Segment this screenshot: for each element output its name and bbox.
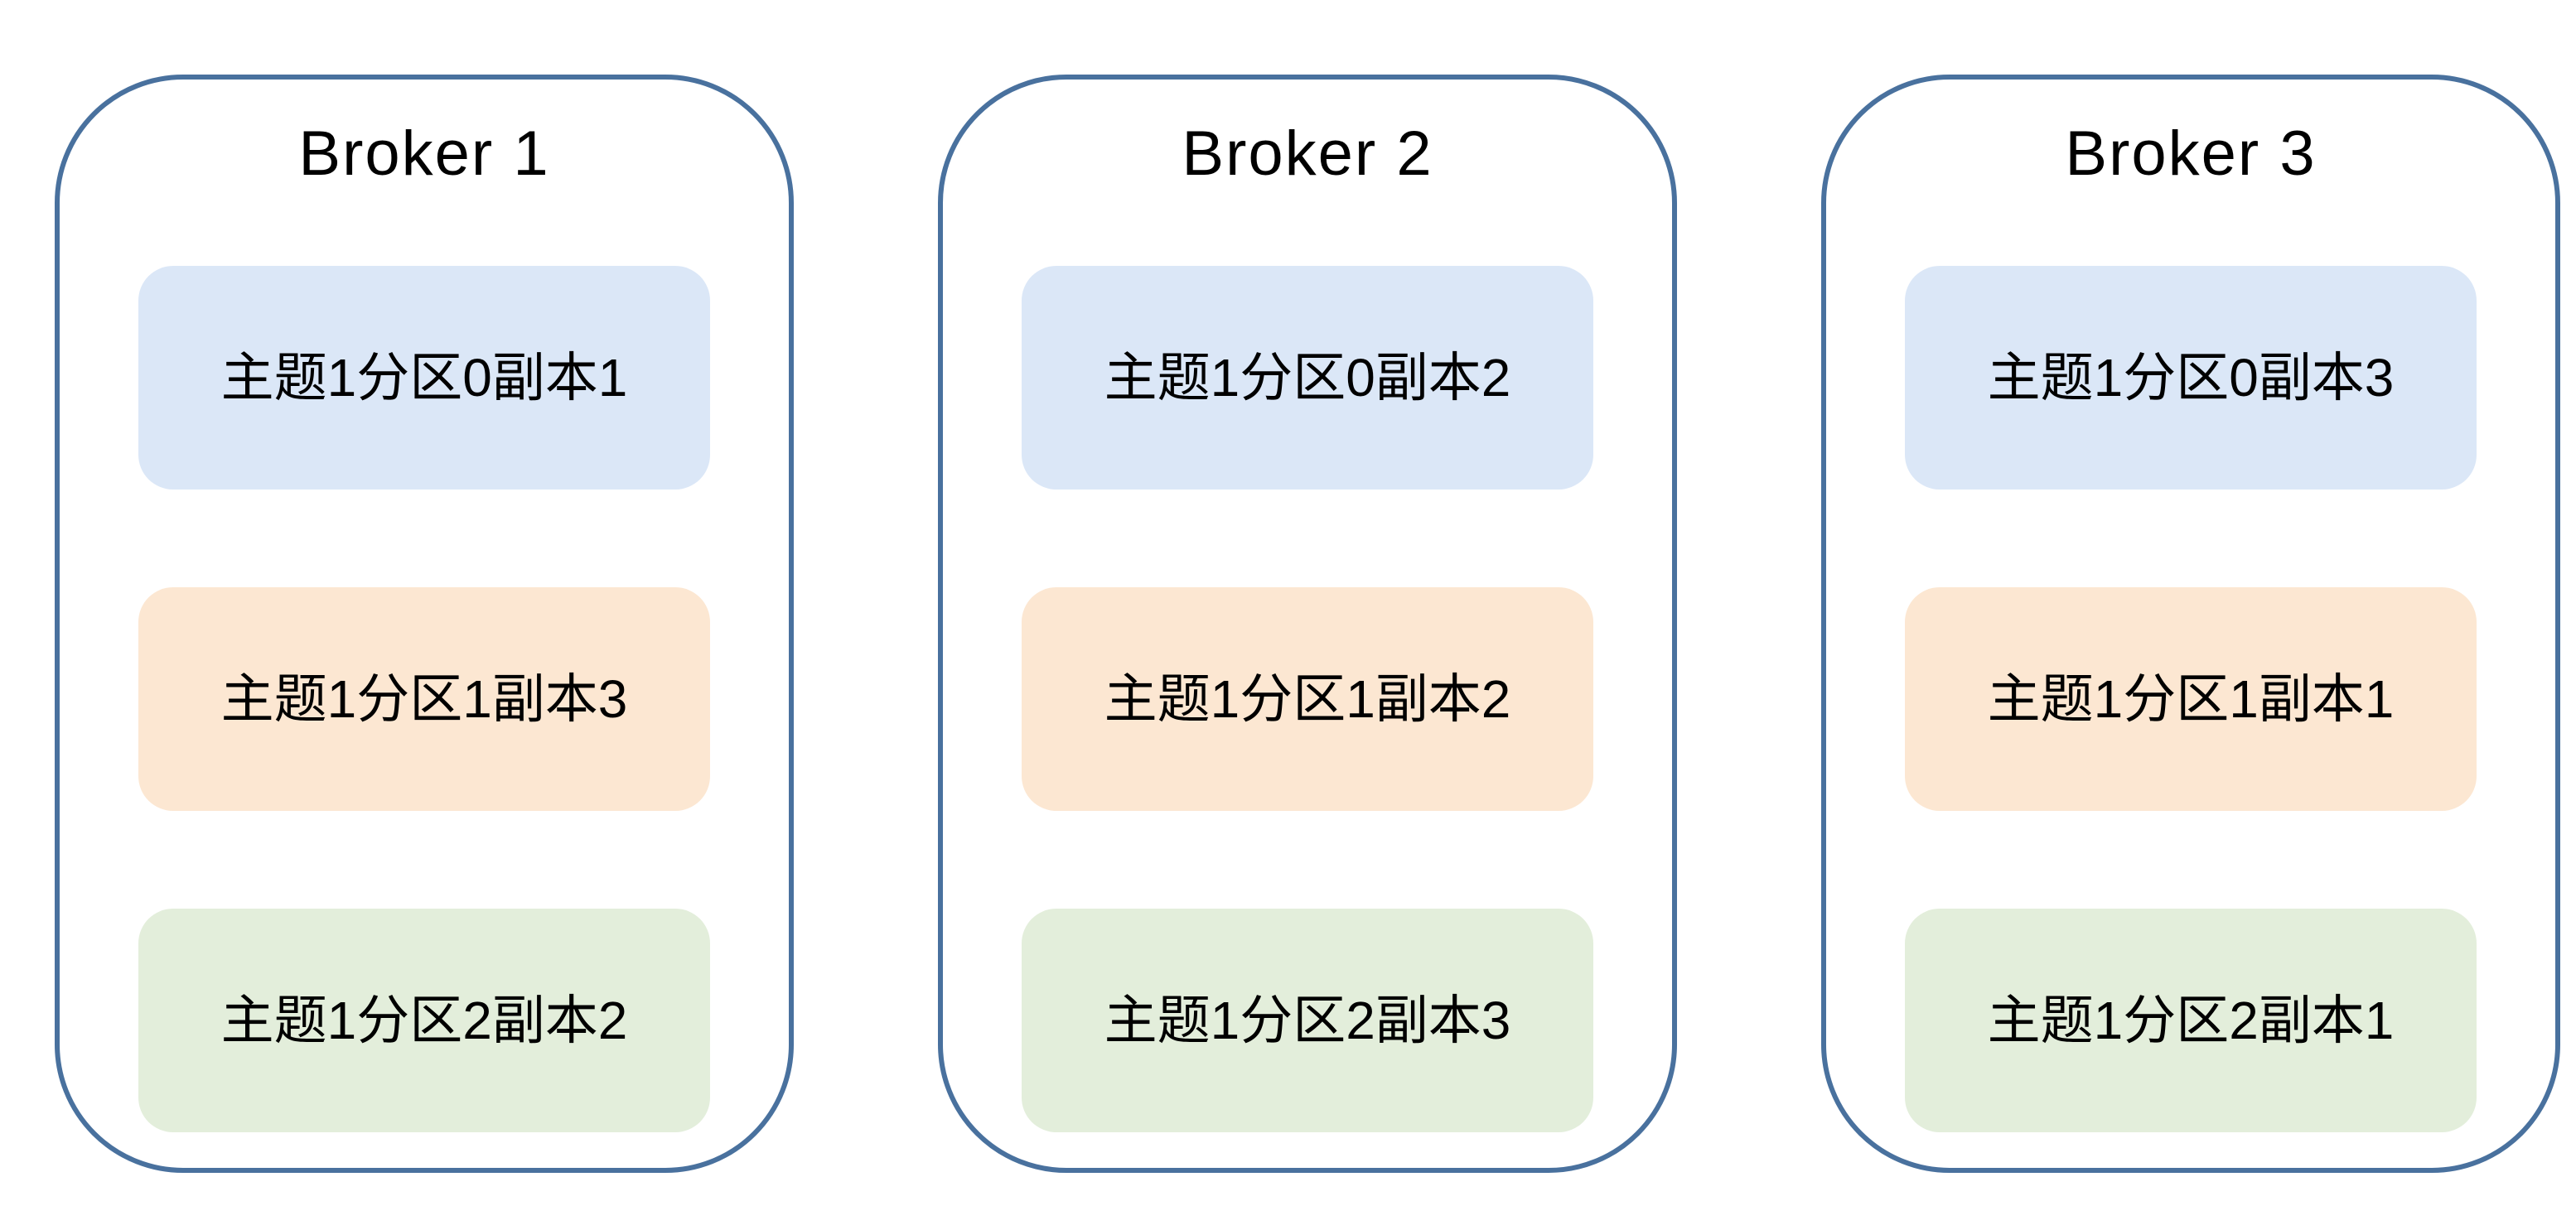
replica-label: 主题1分区0副本3: [1987, 348, 2395, 408]
broker-replica-diagram: Broker 1 主题1分区0副本1 主题1分区1副本3 主题1分区2副本2 B…: [55, 75, 2560, 1173]
replica-stack: 主题1分区0副本2 主题1分区1副本2 主题1分区2副本3: [1022, 266, 1593, 1133]
replica-label: 主题1分区0副本1: [220, 348, 628, 408]
replica-box: 主题1分区0副本1: [138, 266, 710, 490]
replica-label: 主题1分区1副本2: [1104, 669, 1511, 730]
broker-title: Broker 2: [1182, 118, 1433, 189]
broker-title: Broker 1: [298, 118, 550, 189]
replica-box: 主题1分区0副本2: [1022, 266, 1593, 490]
replica-label: 主题1分区1副本1: [1987, 669, 2395, 730]
replica-box: 主题1分区1副本2: [1022, 587, 1593, 812]
broker-card-3: Broker 3 主题1分区0副本3 主题1分区1副本1 主题1分区2副本1: [1821, 75, 2560, 1173]
replica-label: 主题1分区0副本2: [1104, 348, 1511, 408]
replica-box: 主题1分区1副本3: [138, 587, 710, 812]
broker-card-1: Broker 1 主题1分区0副本1 主题1分区1副本3 主题1分区2副本2: [55, 75, 794, 1173]
replica-stack: 主题1分区0副本3 主题1分区1副本1 主题1分区2副本1: [1905, 266, 2477, 1133]
replica-stack: 主题1分区0副本1 主题1分区1副本3 主题1分区2副本2: [138, 266, 710, 1133]
replica-label: 主题1分区2副本3: [1104, 991, 1511, 1051]
replica-label: 主题1分区2副本2: [220, 991, 628, 1051]
replica-box: 主题1分区1副本1: [1905, 587, 2477, 812]
replica-box: 主题1分区2副本2: [138, 909, 710, 1133]
broker-card-2: Broker 2 主题1分区0副本2 主题1分区1副本2 主题1分区2副本3: [938, 75, 1677, 1173]
replica-label: 主题1分区1副本3: [220, 669, 628, 730]
replica-label: 主题1分区2副本1: [1987, 991, 2395, 1051]
replica-box: 主题1分区0副本3: [1905, 266, 2477, 490]
broker-title: Broker 3: [2065, 118, 2317, 189]
replica-box: 主题1分区2副本1: [1905, 909, 2477, 1133]
replica-box: 主题1分区2副本3: [1022, 909, 1593, 1133]
